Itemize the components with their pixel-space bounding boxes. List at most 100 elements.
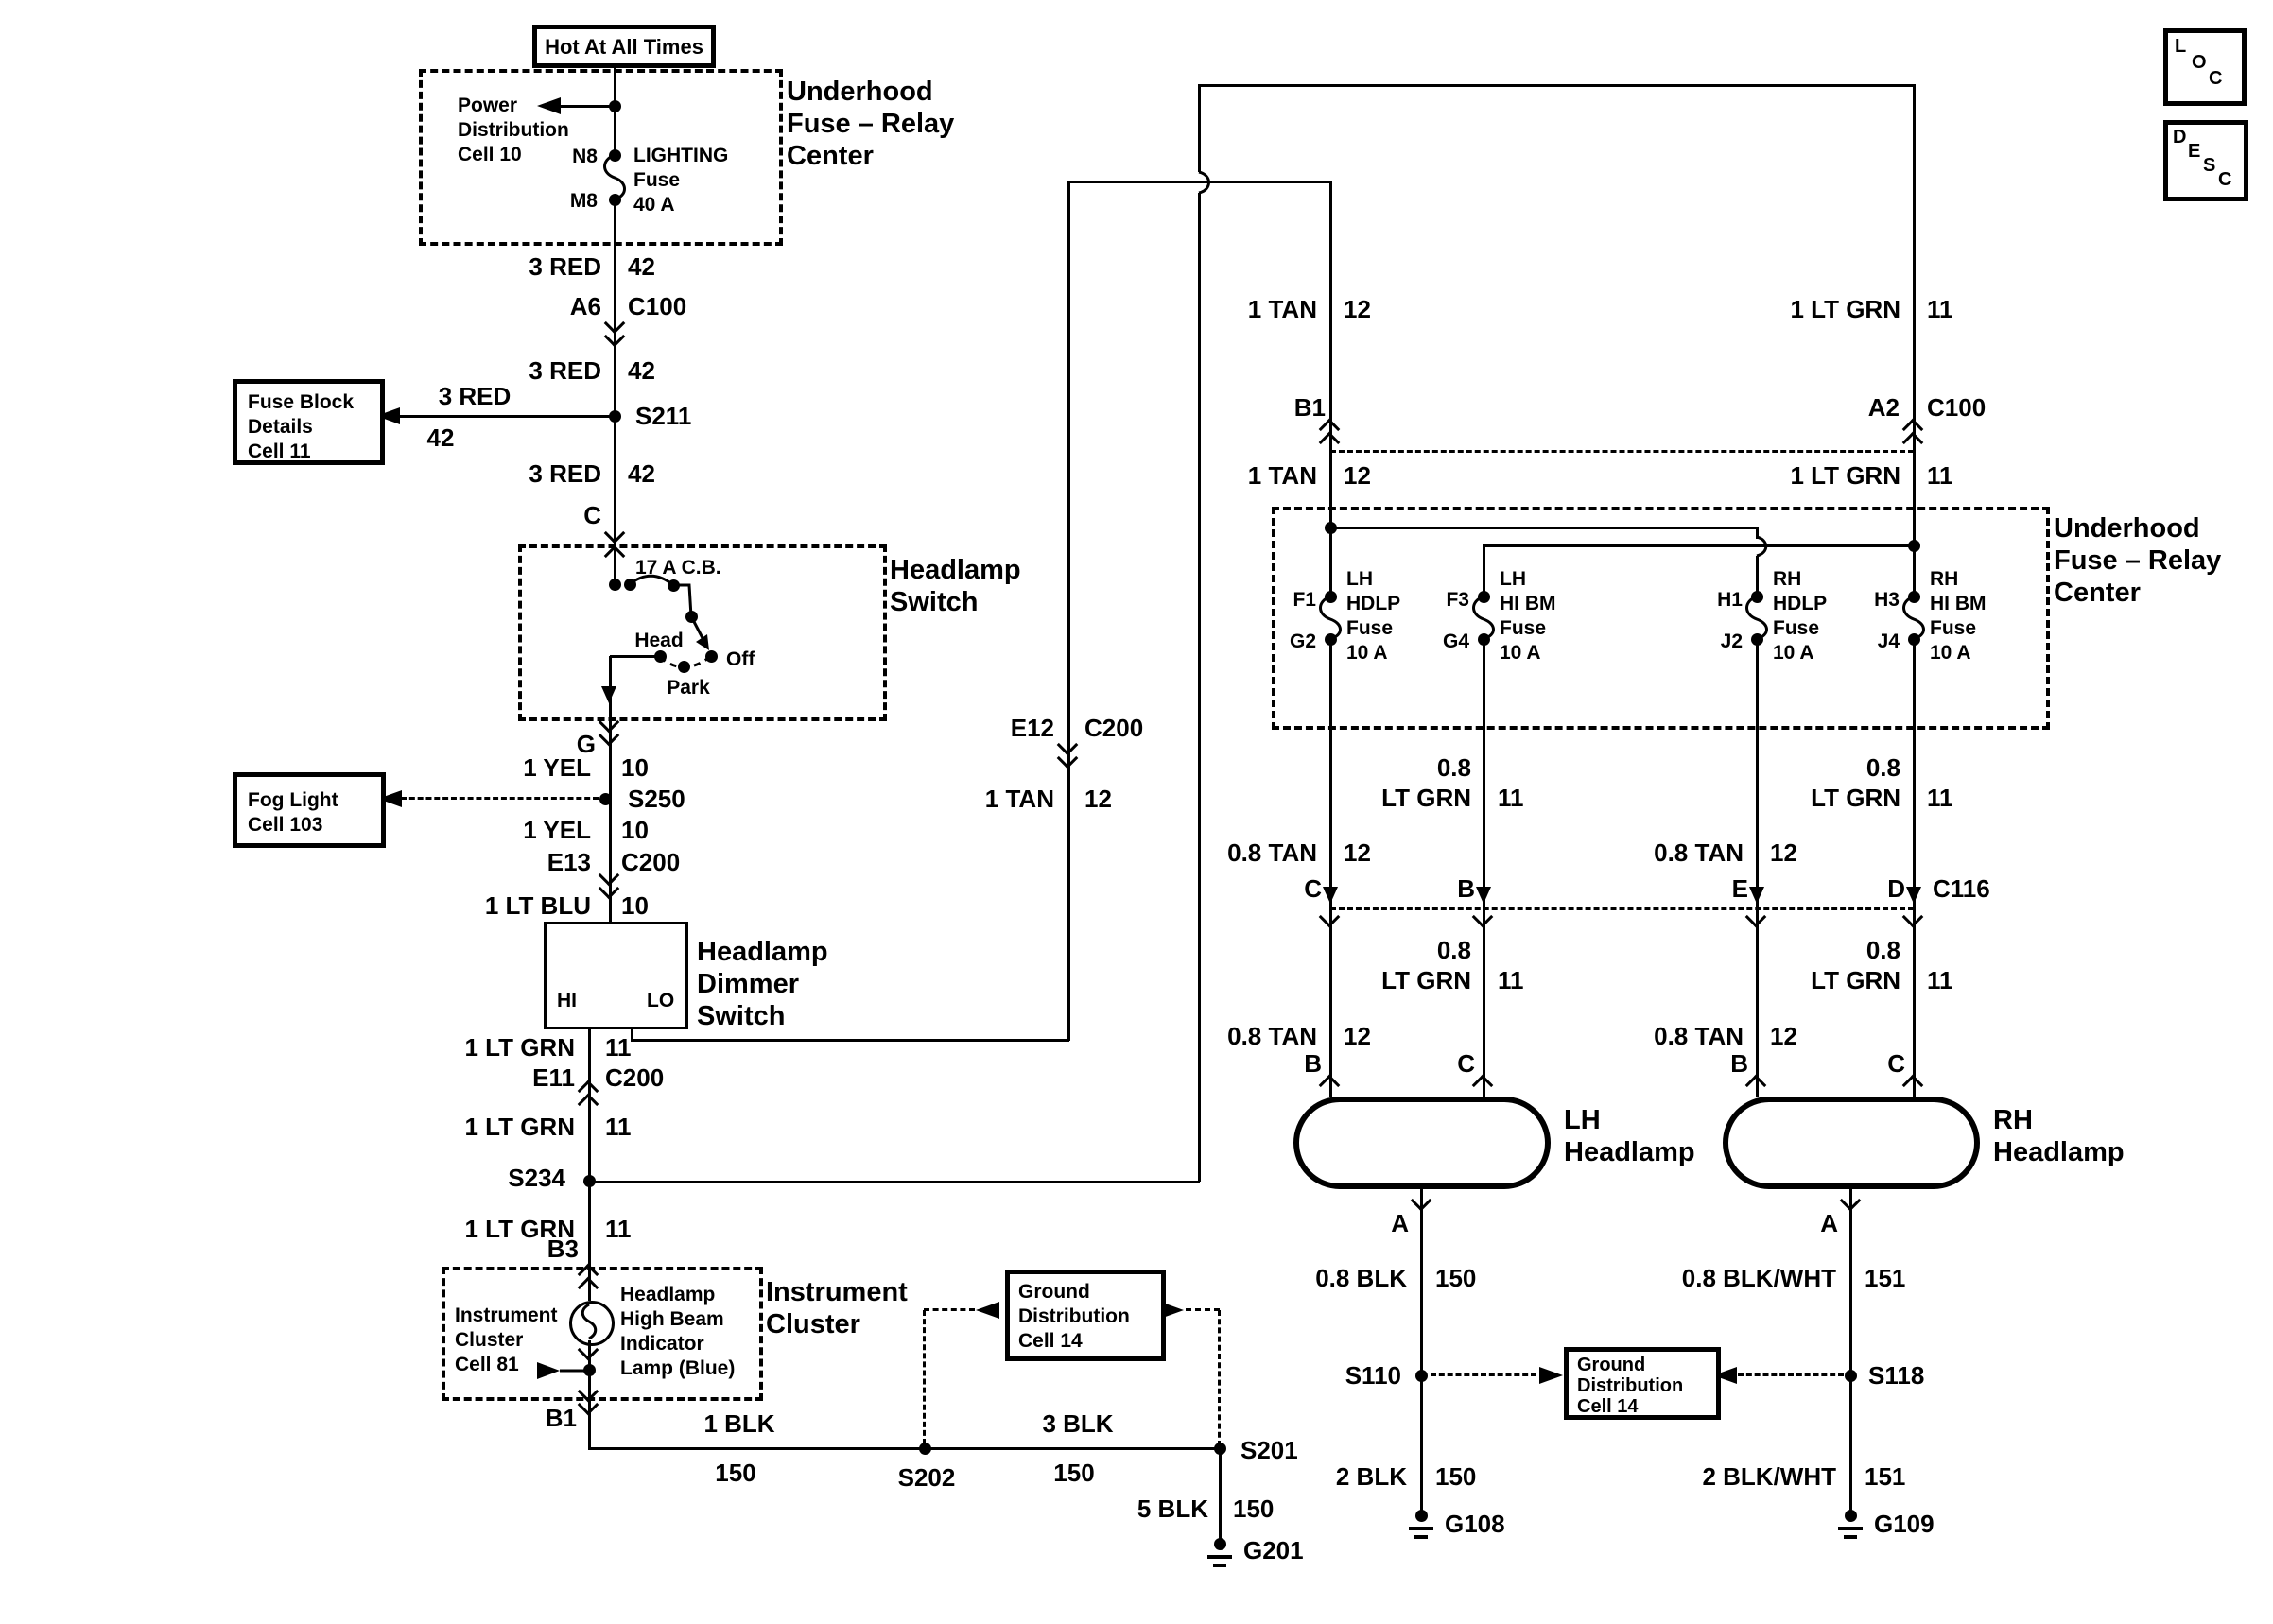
diagram-element: Fuse Block [248, 391, 355, 413]
diagram-element: Indicator [620, 1333, 704, 1355]
cell81-arrowhead [537, 1362, 560, 1379]
diagram-element: HDLP [1773, 593, 1828, 614]
wire-circuit-label: 42 [628, 459, 655, 488]
underhood-title-left: Underhood Fuse – Relay Center [787, 76, 954, 172]
wire-gauge-label: 3 BLK [1042, 1409, 1114, 1438]
wire-segment [1198, 84, 1916, 87]
desc-letter: C [2218, 169, 2232, 190]
fuse-pin-label: N8 [572, 146, 598, 167]
fuse-pin-label: F1 [1293, 589, 1316, 611]
diagram-element: 10 A [1346, 642, 1388, 664]
wire-gauge-label: 1 YEL [523, 753, 591, 782]
connector-label: C116 [1933, 874, 1990, 903]
junction-dot [685, 611, 698, 623]
park-contact-dot [678, 661, 690, 673]
diagram-element: Power [458, 95, 518, 116]
connector-pin-label: D [1887, 874, 1905, 903]
diagram-element: Cell 14 [1018, 1330, 1083, 1352]
desc-corner-box: D E S C [2163, 120, 2248, 201]
power-ref-arrowhead [537, 97, 561, 114]
wire-gauge-label: 0.8 [1436, 936, 1471, 964]
wire-gauge-label: LT GRN [1381, 784, 1471, 812]
wire-gauge-label: LT GRN [1811, 966, 1900, 994]
splice-s110-dot [1415, 1370, 1428, 1382]
fuse-pin-label: H3 [1874, 589, 1900, 611]
ground-distribution-ref-box-right [1564, 1347, 1721, 1420]
ground-ref-arrowhead [1160, 1302, 1184, 1319]
connector-pin-label: B [1457, 874, 1475, 903]
switch-exit-arrowhead [601, 686, 616, 703]
loc-corner-box: L O C [2163, 28, 2247, 106]
head-contact-dot [654, 650, 667, 663]
terminal-label: B [1730, 1049, 1748, 1078]
terminal-label: A [1391, 1209, 1409, 1237]
connector-pin-label: E [1731, 874, 1748, 903]
wire-gauge-label: 0.8 [1865, 753, 1900, 782]
wire-gauge-label: 0.8 TAN [1227, 1022, 1317, 1050]
wire-circuit-label: 10 [621, 816, 649, 844]
connector-pin-label: A2 [1867, 393, 1900, 422]
diagram-element: Instrument [455, 1304, 558, 1326]
connector-pin-label: B3 [547, 1235, 579, 1263]
diagram-element: Fog Light [248, 789, 338, 811]
ground-symbol-g108 [1415, 1510, 1428, 1522]
connector-pin-label: E11 [532, 1063, 575, 1092]
wire-circuit-label: 10 [621, 891, 649, 920]
loc-letter: L [2175, 36, 2187, 57]
splice-s250-dot [599, 793, 612, 805]
fuse-terminal-dot [1325, 633, 1337, 646]
wire-gauge-label: 1 YEL [523, 816, 591, 844]
headlamp-dimmer-switch-box [544, 922, 688, 1029]
diagram-element: Headlamp [620, 1284, 716, 1305]
diagram-element: Cell 10 [458, 144, 522, 165]
fuse-pin-label: G4 [1442, 631, 1469, 652]
diagram-element [560, 153, 1925, 1373]
wire-circuit-label: 42 [628, 252, 655, 281]
diagram-element: Underhood [2054, 513, 2200, 544]
connector-pin-label: E12 [1010, 714, 1054, 742]
diagram-element: RH [1993, 1105, 2033, 1135]
diagram-element: Fuse [1346, 617, 1394, 639]
rh-headlamp-title: RH Headlamp [1993, 1104, 2125, 1168]
junction-dot [609, 579, 621, 591]
wire-circuit-label: 12 [1344, 461, 1371, 490]
connector-arrowhead [1476, 887, 1491, 904]
diagram-element: Switch [697, 1001, 786, 1031]
connector-pin-label: B1 [1293, 393, 1326, 422]
fuse-block-ref: Fuse Block Details Cell 11 [248, 390, 354, 464]
wire-segment [1913, 85, 1916, 597]
wire-segment [1198, 193, 1201, 1182]
park-contact-label: Park [667, 677, 710, 699]
ground-label: G201 [1243, 1536, 1304, 1564]
fuse-symbol [1472, 595, 1495, 641]
underhood-fuse-relay-center-box-left [419, 69, 783, 246]
loc-letter: O [2192, 52, 2207, 73]
diagram-element: LH [1346, 568, 1373, 590]
fuse-pin-label: M8 [569, 190, 598, 212]
lighting-fuse-label: LIGHTING Fuse 40 A [633, 144, 728, 217]
ground-symbol-bar [1213, 1564, 1226, 1567]
splice-label: S201 [1241, 1436, 1298, 1464]
connector-pin-label: E13 [547, 848, 591, 876]
wire-circuit-label: 150 [715, 1459, 756, 1487]
junction-dot [609, 149, 621, 162]
ground-label: G108 [1445, 1510, 1505, 1538]
diagram-element: Fuse – Relay [2054, 545, 2222, 576]
wire-segment [589, 1181, 1200, 1183]
wire-segment [1483, 544, 1915, 547]
diagram-element: 10 A [1930, 642, 1971, 664]
connector-arrowhead [1323, 887, 1338, 904]
lighting-fuse-symbol [603, 153, 626, 201]
ground-symbol-g201 [1214, 1538, 1226, 1550]
wire-circuit-label: 12 [1770, 1022, 1797, 1050]
wire-gauge-label: 1 TAN [1247, 461, 1317, 490]
headlamp-switch-box [518, 544, 887, 721]
fog-ref-wire [401, 797, 599, 800]
ground-ref-arrowhead [976, 1302, 999, 1319]
wire-gauge-label: 5 BLK [1136, 1494, 1208, 1523]
wire-circuit-label: 151 [1865, 1462, 1906, 1491]
hi-contact-label: HI [557, 990, 577, 1011]
wire-circuit-label: 42 [426, 423, 455, 452]
